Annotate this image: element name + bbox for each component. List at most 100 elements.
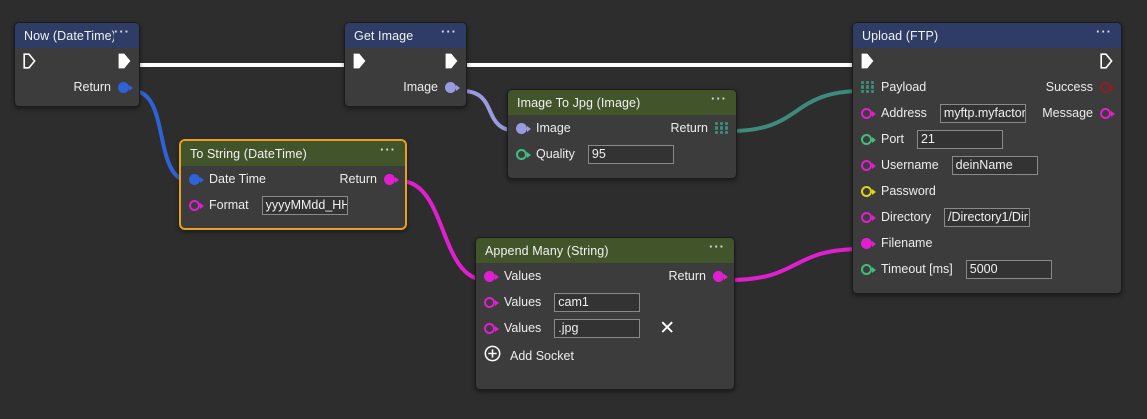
- input-format[interactable]: yyyyMMdd_HH: [261, 195, 348, 215]
- node-title-get-image: Get Image: [354, 28, 414, 43]
- socket-password-icon[interactable]: [861, 185, 876, 198]
- remove-socket-button[interactable]: ✕: [659, 317, 676, 339]
- socket-label-message: Message: [1042, 106, 1093, 120]
- socket-values-icon[interactable]: [484, 270, 499, 283]
- socket-label-return: Return: [670, 121, 708, 135]
- socket-row-left: Values.jpg✕: [484, 317, 676, 339]
- input-values[interactable]: .jpg: [554, 318, 641, 338]
- socket-row: Password: [853, 178, 1121, 204]
- node-header-now[interactable]: Now (DateTime)···: [15, 23, 139, 48]
- socket-quality-icon[interactable]: [516, 148, 531, 161]
- socket-message-icon[interactable]: [1100, 107, 1115, 120]
- node-menu-icon[interactable]: ···: [1096, 24, 1112, 39]
- add-socket-label: Add Socket: [510, 349, 574, 363]
- input-timeout-ms[interactable]: 5000: [965, 259, 1052, 279]
- socket-label-success: Success: [1045, 80, 1093, 94]
- socket-filename-icon[interactable]: [861, 237, 876, 250]
- socket-address-icon[interactable]: [861, 107, 876, 120]
- node-header-to-string[interactable]: To String (DateTime) ···: [181, 141, 405, 166]
- socket-username-icon[interactable]: [861, 159, 876, 172]
- node-menu-icon[interactable]: ···: [711, 91, 727, 106]
- socket-return-icon[interactable]: [384, 173, 399, 186]
- socket-label-values: Values: [504, 295, 542, 309]
- wire-jpg-return-to-payload[interactable]: [729, 89, 864, 133]
- socket-date-time-icon[interactable]: [189, 173, 204, 186]
- plus-circle-icon: [484, 345, 501, 367]
- socket-label-values: Values: [504, 269, 542, 283]
- socket-directory-icon[interactable]: [861, 211, 876, 224]
- exec-out-upload-ftp-icon[interactable]: [1100, 53, 1113, 69]
- socket-timeout-ms--icon[interactable]: [861, 263, 876, 276]
- socket-array-payload-icon[interactable]: [861, 80, 874, 94]
- input-address[interactable]: myftp.myfactor: [939, 103, 1026, 123]
- socket-label-timeout-ms: Timeout [ms]: [881, 262, 953, 276]
- socket-image-icon[interactable]: [516, 122, 531, 135]
- socket-values-icon[interactable]: [484, 322, 499, 335]
- node-header-get-image[interactable]: Get Image ···: [345, 23, 466, 48]
- input-directory[interactable]: /Directory1/Dir: [944, 207, 1031, 227]
- exec-in-get-image-icon[interactable]: [353, 53, 366, 69]
- socket-array-return-icon[interactable]: [715, 121, 728, 135]
- node-header-append-many[interactable]: Append Many (String) ···: [476, 238, 734, 263]
- input-quality[interactable]: 95: [587, 144, 674, 164]
- exec-in-now-icon[interactable]: [23, 53, 36, 69]
- socket-success-icon[interactable]: [1100, 81, 1115, 94]
- exec-out-get-image-icon[interactable]: [445, 53, 458, 69]
- exec-out-now-icon[interactable]: [118, 53, 131, 69]
- node-title-upload-ftp: Upload (FTP): [862, 28, 939, 43]
- socket-format-icon[interactable]: [189, 199, 204, 212]
- socket-label-image: Image: [536, 121, 571, 135]
- socket-row-right: Success: [1045, 80, 1115, 94]
- input-values[interactable]: cam1: [554, 292, 641, 312]
- node-menu-icon[interactable]: ···: [380, 142, 396, 157]
- socket-row: Values cam1: [476, 289, 734, 315]
- node-get-image[interactable]: Get Image ··· Image: [344, 22, 467, 107]
- socket-row-left: Values: [484, 269, 541, 283]
- input-username[interactable]: deinName: [951, 155, 1038, 175]
- socket-port-icon[interactable]: [861, 133, 876, 146]
- socket-row-right: Image: [403, 80, 460, 94]
- exec-row-get-image: [345, 48, 466, 74]
- exec-row-upload-ftp: [853, 48, 1121, 74]
- node-menu-icon[interactable]: ···: [709, 239, 725, 254]
- socket-row: Filename: [853, 230, 1121, 256]
- socket-row-left: Filename: [861, 236, 932, 250]
- socket-row-left: Image: [516, 121, 571, 135]
- socket-label-password: Password: [881, 184, 936, 198]
- node-menu-icon[interactable]: ···: [441, 24, 457, 39]
- node-now[interactable]: Now (DateTime)···Return: [14, 22, 140, 107]
- node-header-upload-ftp[interactable]: Upload (FTP) ···: [853, 23, 1121, 48]
- add-socket-button[interactable]: Add Socket: [476, 341, 734, 371]
- input-port[interactable]: 21: [916, 129, 1003, 149]
- socket-image-icon[interactable]: [445, 81, 460, 94]
- node-title-to-string: To String (DateTime): [190, 146, 307, 161]
- wire-tostring-return-to-values[interactable]: [398, 179, 488, 282]
- socket-return-icon[interactable]: [713, 270, 728, 283]
- node-menu-icon[interactable]: ···: [114, 24, 130, 39]
- socket-row-left: Values cam1: [484, 292, 641, 312]
- socket-values-icon[interactable]: [484, 296, 499, 309]
- node-body-now: Return: [15, 48, 139, 100]
- socket-row-right: Return: [670, 121, 728, 135]
- node-header-image-to-jpg[interactable]: Image To Jpg (Image)···: [508, 90, 736, 115]
- node-title-append-many: Append Many (String): [485, 243, 609, 258]
- socket-return-icon[interactable]: [118, 81, 133, 94]
- socket-label-date-time: Date Time: [209, 172, 266, 186]
- socket-row-left: Timeout [ms] 5000: [861, 259, 1052, 279]
- wire-append-return-to-filename[interactable]: [727, 247, 864, 282]
- socket-row-right: Message: [1042, 106, 1115, 120]
- exec-in-upload-ftp-icon[interactable]: [861, 53, 874, 69]
